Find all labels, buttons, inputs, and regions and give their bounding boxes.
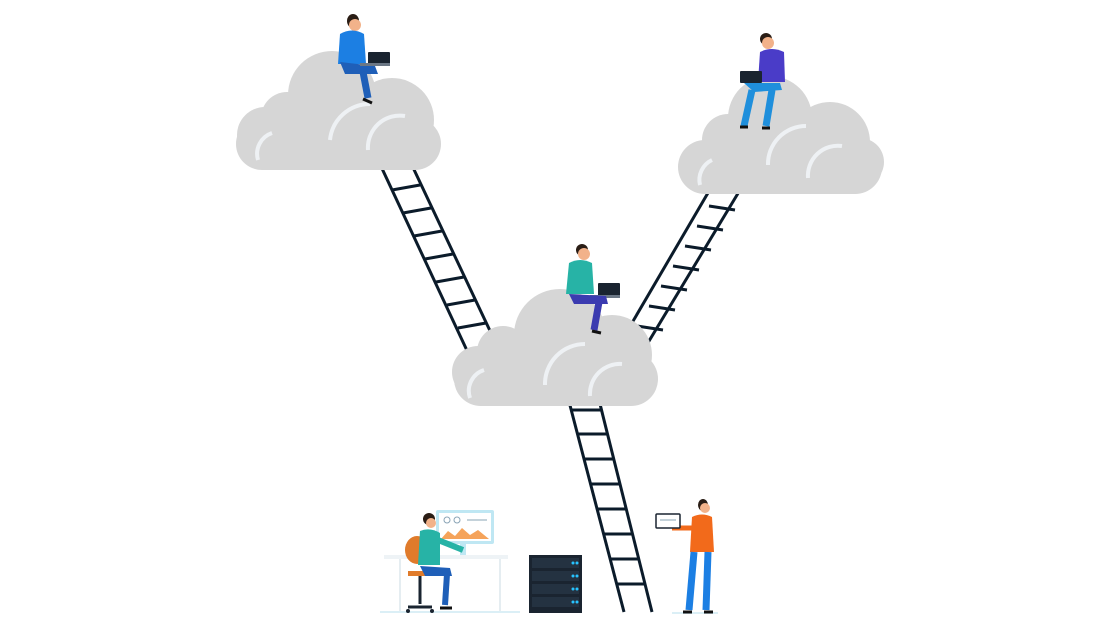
person-blue-on-cloud: [338, 14, 390, 105]
cloud-top-left: [236, 51, 441, 170]
ladder-bottom: [564, 387, 654, 613]
cloud-middle: [452, 289, 658, 406]
cloud-top-right: [678, 76, 884, 194]
person-teal-on-cloud: [566, 244, 620, 335]
person-purple-on-cloud: [740, 33, 785, 130]
ladder-right-upper: [613, 185, 742, 357]
server-rack: [529, 555, 582, 613]
seated-person-at-desk: [405, 513, 465, 613]
desk-workstation: [380, 510, 520, 613]
ladder-left-upper: [370, 141, 502, 358]
standing-person-orange: [655, 499, 718, 614]
